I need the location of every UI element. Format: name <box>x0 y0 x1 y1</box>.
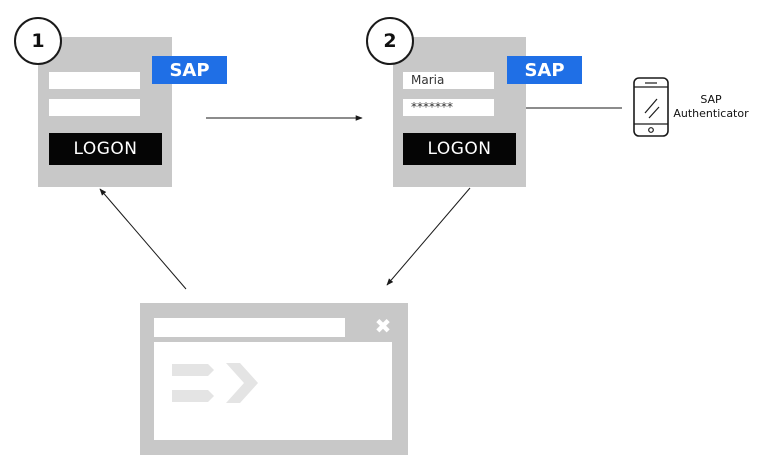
authenticator-label-line1: SAP <box>700 93 722 106</box>
arrow-popup-to-step1 <box>99 188 187 290</box>
password-field-step1[interactable] <box>49 99 140 116</box>
username-field-step1[interactable] <box>49 72 140 89</box>
sap-logo-step1: SAP <box>152 56 227 84</box>
logon-button-step1[interactable]: LOGON <box>49 133 162 165</box>
smartphone-icon <box>633 77 669 137</box>
authenticator-label: SAP Authenticator <box>656 93 766 121</box>
popup-title-bar <box>154 318 345 337</box>
logon-button-step2[interactable]: LOGON <box>403 133 516 165</box>
signin-redirect-icon <box>172 363 258 403</box>
authenticator-label-line2: Authenticator <box>673 107 749 120</box>
password-field-step2[interactable]: ******* <box>403 99 494 116</box>
sap-logo-step2: SAP <box>507 56 582 84</box>
step-number-badge-1: 1 <box>14 17 62 65</box>
close-icon[interactable]: ✖ <box>374 314 392 338</box>
username-field-step2[interactable]: Maria <box>403 72 494 89</box>
step-number-badge-2: 2 <box>366 17 414 65</box>
arrow-step2-to-popup <box>386 187 471 286</box>
